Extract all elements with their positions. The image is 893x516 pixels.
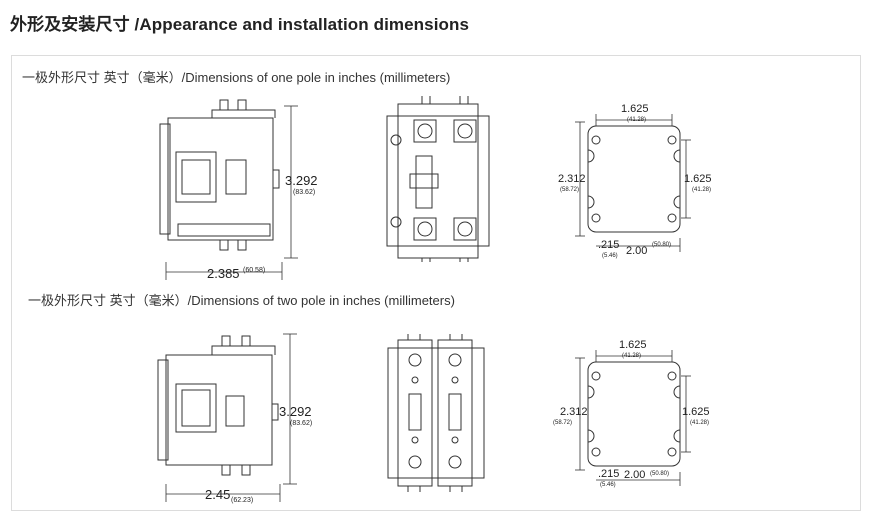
dimensions-panel xyxy=(11,55,861,511)
two-pole-front-view xyxy=(387,334,485,492)
two-pole-mount-top: 1.625 xyxy=(619,339,647,351)
two-pole-mount-left: 2.312 xyxy=(560,406,588,418)
page-title: 外形及安装尺寸 /Appearance and installation dim… xyxy=(10,15,470,34)
one-pole-side-dimensions xyxy=(165,105,298,280)
one-pole-mount-hole-mm: (5.46) xyxy=(602,253,618,259)
one-pole-mount-bottom: 2.00 xyxy=(626,245,647,257)
one-pole-height: 3.292 xyxy=(285,173,318,188)
section-two-pole-label: 一极外形尺寸 英寸（毫米）/Dimensions of two pole in … xyxy=(28,293,455,308)
two-pole-width-mm: (62.23) xyxy=(231,497,253,504)
one-pole-mount-left-mm: (58.72) xyxy=(560,187,579,193)
two-pole-side-view xyxy=(157,335,279,476)
section-one-pole-label: 一极外形尺寸 英寸（毫米）/Dimensions of one pole in … xyxy=(22,70,451,85)
two-pole-mount-bottom-mm: (50.80) xyxy=(650,471,669,477)
one-pole-mount-top: 1.625 xyxy=(621,103,649,115)
one-pole-mount-left: 2.312 xyxy=(558,173,586,185)
one-pole-width: 2.385 xyxy=(207,266,240,281)
two-pole-mount-hole-mm: (5.46) xyxy=(600,482,616,488)
two-pole-mount-dimensions xyxy=(575,350,691,486)
two-pole-mount-left-mm: (58.72) xyxy=(553,420,572,426)
two-pole-mount-right-mm: (41.28) xyxy=(690,420,709,426)
one-pole-mount-right-mm: (41.28) xyxy=(692,187,711,193)
two-pole-mount-bottom: 2.00 xyxy=(624,469,645,481)
one-pole-mount-dimensions xyxy=(575,114,691,252)
two-pole-side-dimensions xyxy=(165,333,297,502)
two-pole-mount-hole: .215 xyxy=(598,468,619,480)
two-pole-mount-top-mm: (41.28) xyxy=(622,353,641,359)
two-pole-width: 2.45 xyxy=(205,487,230,502)
two-pole-mount-plate xyxy=(587,361,681,467)
one-pole-width-mm: (60.58) xyxy=(243,267,265,274)
one-pole-mount-right: 1.625 xyxy=(684,173,712,185)
two-pole-mount-right: 1.625 xyxy=(682,406,710,418)
one-pole-height-mm: (83.62) xyxy=(293,189,315,196)
one-pole-mount-hole: .215 xyxy=(598,239,619,251)
one-pole-side-view xyxy=(159,99,280,251)
two-pole-height-mm: (83.62) xyxy=(290,420,312,427)
two-pole-height: 3.292 xyxy=(279,404,312,419)
one-pole-front-view xyxy=(386,96,490,262)
one-pole-mount-plate xyxy=(587,125,681,233)
one-pole-mount-bottom-mm: (50.80) xyxy=(652,242,671,248)
one-pole-mount-top-mm: (41.28) xyxy=(627,117,646,123)
